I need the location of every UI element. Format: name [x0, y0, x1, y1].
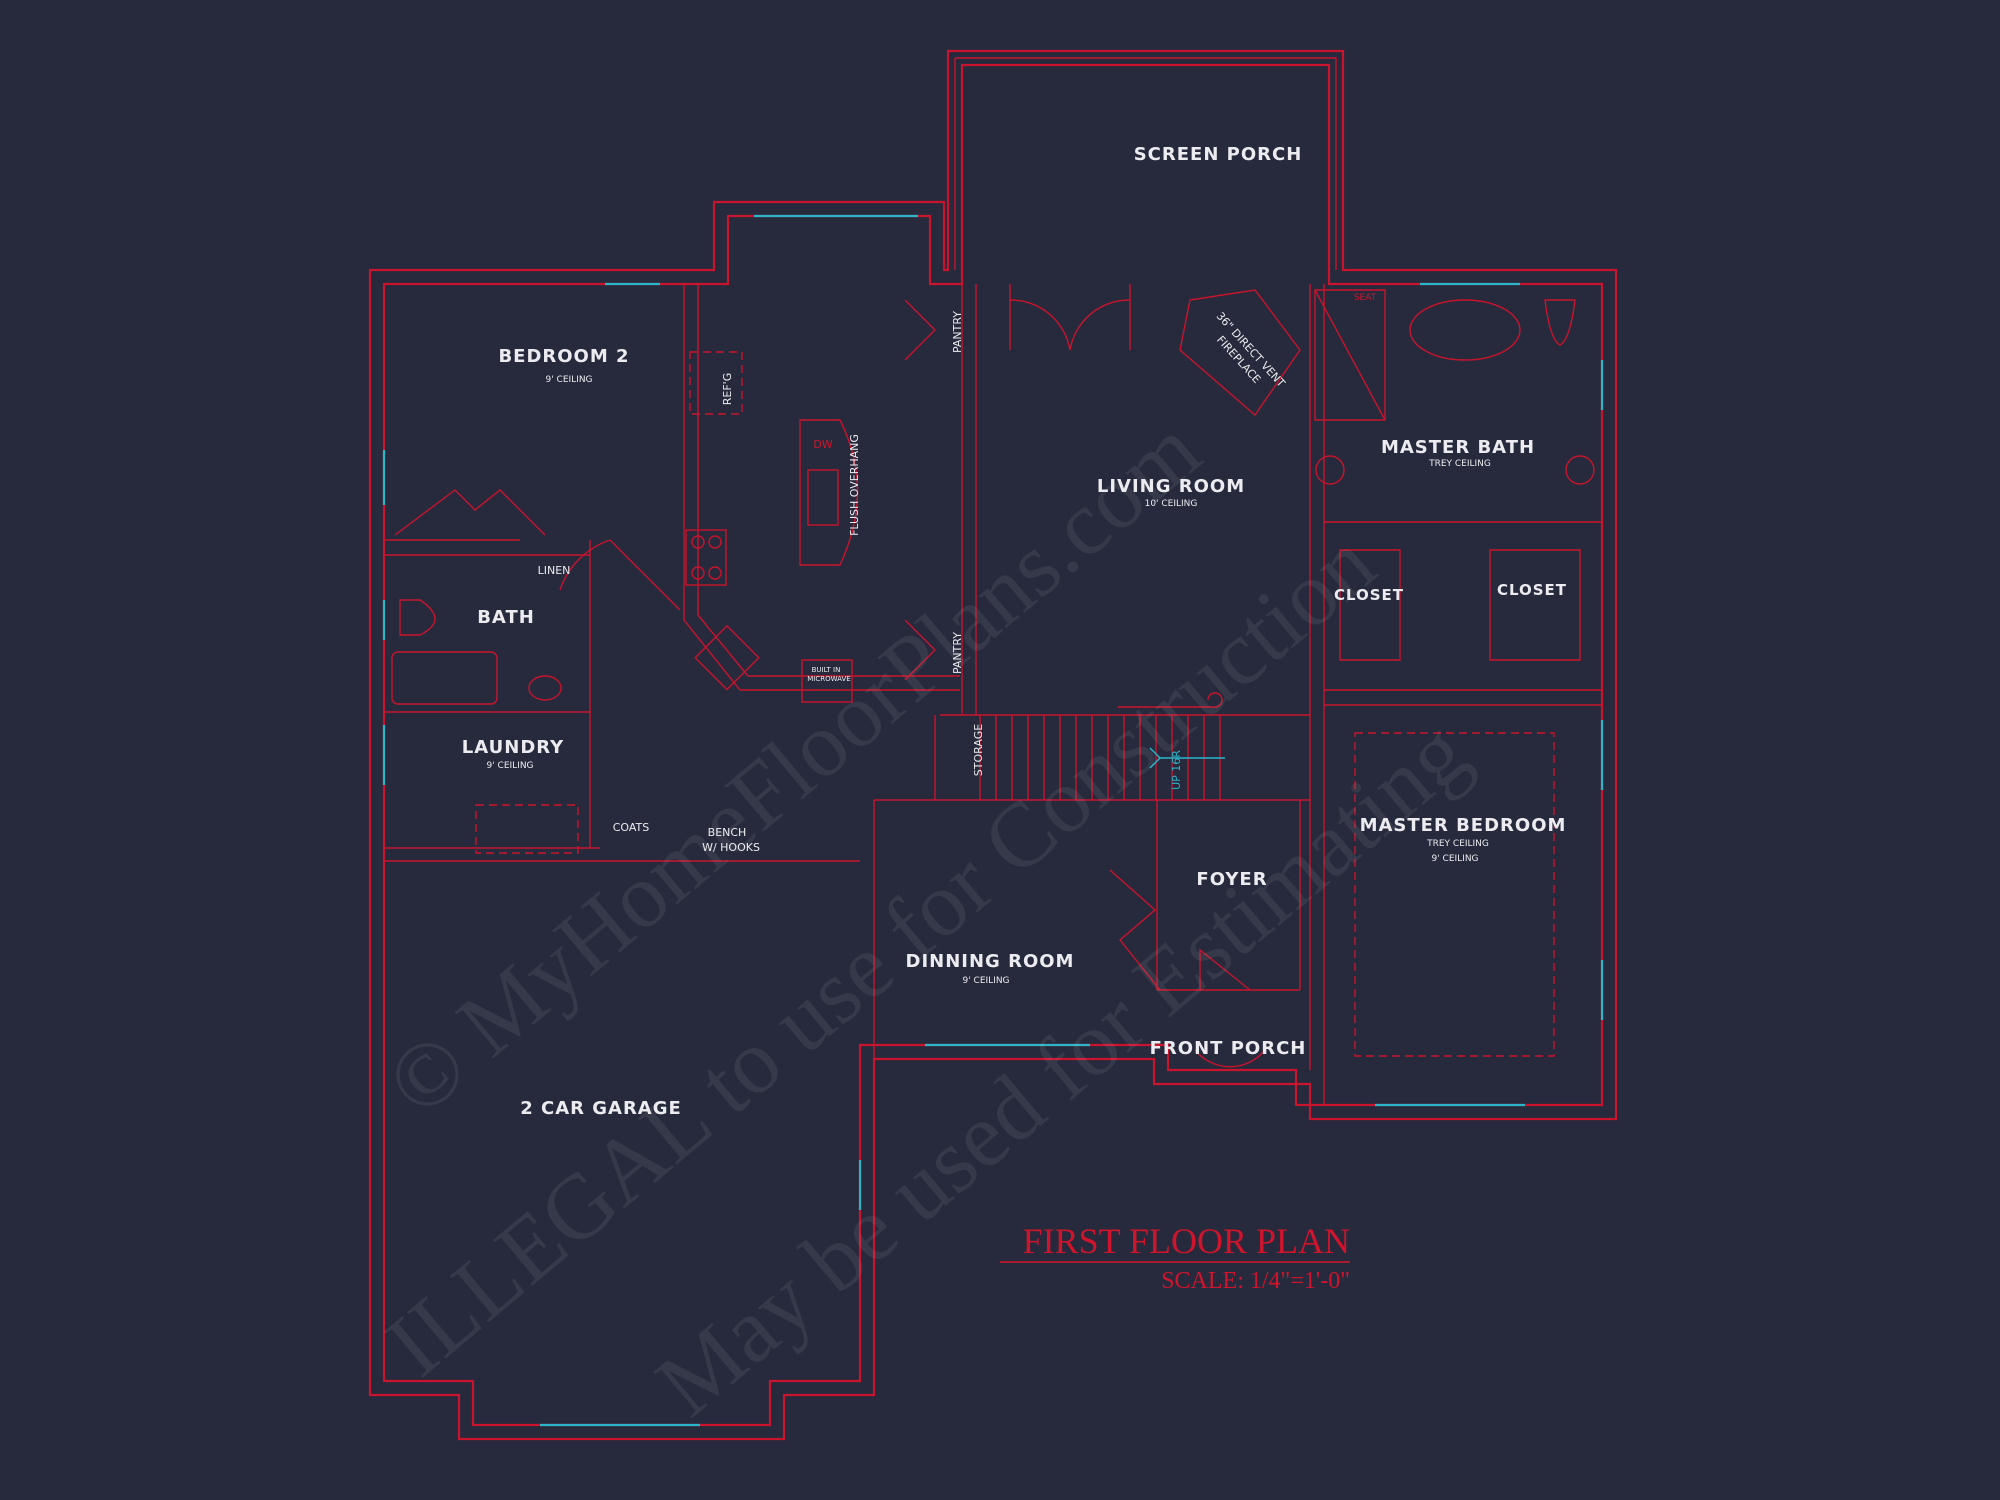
label-foyer: FOYER [1196, 869, 1267, 890]
label-microwave-2: MICROWAVE [807, 675, 850, 683]
bath-fixtures [391, 289, 1595, 1057]
built-in-microwave [801, 659, 853, 703]
label-dining-ceiling: 9' CEILING [962, 976, 1009, 986]
corner-oven [694, 624, 760, 691]
label-closet-right: CLOSET [1497, 581, 1567, 599]
kitchen-island [799, 419, 859, 566]
plan-scale: SCALE: 1/4"=1'-0" [1161, 1268, 1350, 1294]
label-bath: BATH [477, 607, 535, 628]
label-laundry-ceiling: 9' CEILING [486, 761, 533, 771]
range-stove [685, 529, 727, 586]
label-master-bedroom-trey: TREY CEILING [1426, 839, 1489, 849]
label-garage: 2 CAR GARAGE [520, 1098, 682, 1119]
label-seat: SEAT [1354, 293, 1377, 303]
label-screen-porch: SCREEN PORCH [1134, 144, 1303, 165]
refrigerator [689, 351, 743, 415]
label-master-bedroom: MASTER BEDROOM [1360, 815, 1567, 836]
label-bench-hooks: W/ HOOKS [702, 841, 760, 854]
label-master-bath: MASTER BATH [1381, 437, 1535, 458]
room-labels: SCREEN PORCH BEDROOM 2 9' CEILING LIVING… [462, 144, 1567, 1119]
bathtub [391, 651, 498, 705]
toilet [399, 599, 436, 636]
label-front-porch: FRONT PORCH [1150, 1038, 1307, 1059]
label-master-bath-ceiling: TREY CEILING [1428, 459, 1491, 469]
label-pantry-top: PANTRY [951, 311, 964, 353]
label-coats: COATS [613, 821, 650, 834]
bath-sink [528, 675, 562, 701]
washer-dryer [475, 804, 579, 854]
label-island: FLUSH OVERHANG [848, 434, 861, 536]
kitchen-fixtures [685, 351, 859, 703]
label-dishwasher: DW [813, 438, 832, 451]
plan-title: FIRST FLOOR PLAN [1023, 1221, 1350, 1261]
label-storage: STORAGE [972, 724, 985, 776]
master-shower [1314, 289, 1386, 421]
label-living-room: LIVING ROOM [1097, 476, 1245, 497]
label-linen: LINEN [538, 564, 571, 577]
fireplace [1179, 289, 1301, 417]
label-master-bedroom-ceiling: 9' CEILING [1431, 854, 1478, 864]
label-closet-left: CLOSET [1334, 586, 1404, 604]
label-living-ceiling: 10' CEILING [1145, 499, 1198, 509]
label-dining-room: DINNING ROOM [906, 951, 1075, 972]
master-sink-right [1565, 455, 1595, 485]
interior-walls [384, 284, 1602, 1105]
stair-railing [1118, 692, 1223, 708]
label-bedroom-2: BEDROOM 2 [498, 346, 629, 367]
label-pantry-bottom: PANTRY [951, 632, 964, 674]
label-bench: BENCH [708, 826, 747, 839]
label-bedroom-2-ceiling: 9' CEILING [545, 375, 592, 385]
stair-arrow-head [1149, 747, 1161, 769]
label-laundry: LAUNDRY [462, 737, 564, 758]
kitchen-sink [807, 469, 839, 526]
label-microwave-1: BUILT IN [812, 666, 841, 674]
label-refrigerator: REF'G [721, 373, 734, 405]
label-stairs: UP 16R [1170, 750, 1183, 790]
master-sink-left [1315, 455, 1345, 485]
doors [394, 284, 1266, 1068]
master-tub [1409, 299, 1521, 361]
master-toilet [1544, 299, 1576, 346]
windows [382, 214, 1604, 1427]
